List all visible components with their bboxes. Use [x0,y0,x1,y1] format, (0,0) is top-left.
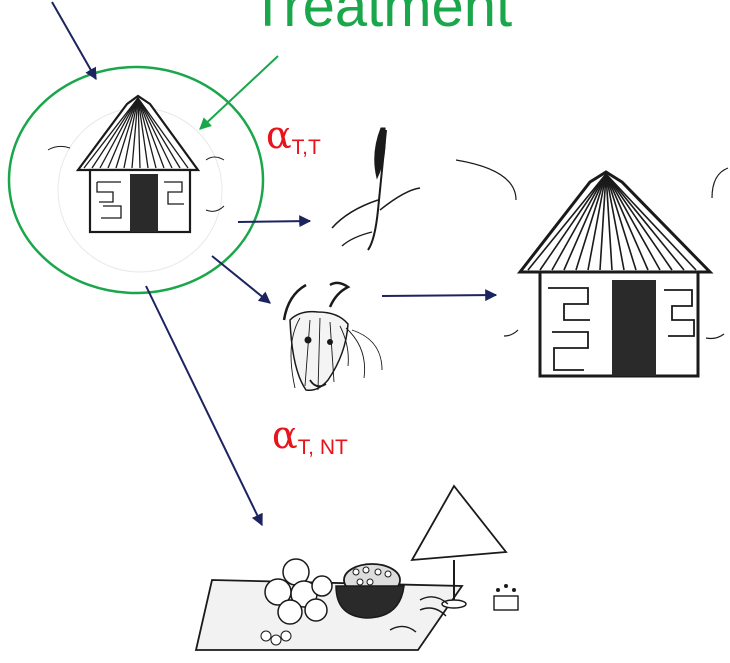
large-hut-icon [456,160,728,376]
alpha-tt-label: αT,T [266,116,321,154]
alpha-tt-subscript: T,T [292,136,321,159]
goat-icon [284,283,382,390]
alpha-tt-symbol: α [266,113,292,157]
household-goods-icon [196,486,518,650]
alpha-tnt-label: αT, NT [272,416,348,454]
small-hut-icon [48,96,224,272]
arrow-to-household-goods [146,286,262,525]
arrow-into-circle [52,2,96,79]
sorghum-icon [332,128,420,250]
arrow-to-large-hut [382,295,496,296]
treatment-title: Treatment [250,0,512,36]
arrow-to-sorghum [238,221,310,222]
alpha-tnt-symbol: α [272,413,298,457]
alpha-tnt-subscript: T, NT [298,436,348,459]
arrow-to-goat [212,256,270,303]
